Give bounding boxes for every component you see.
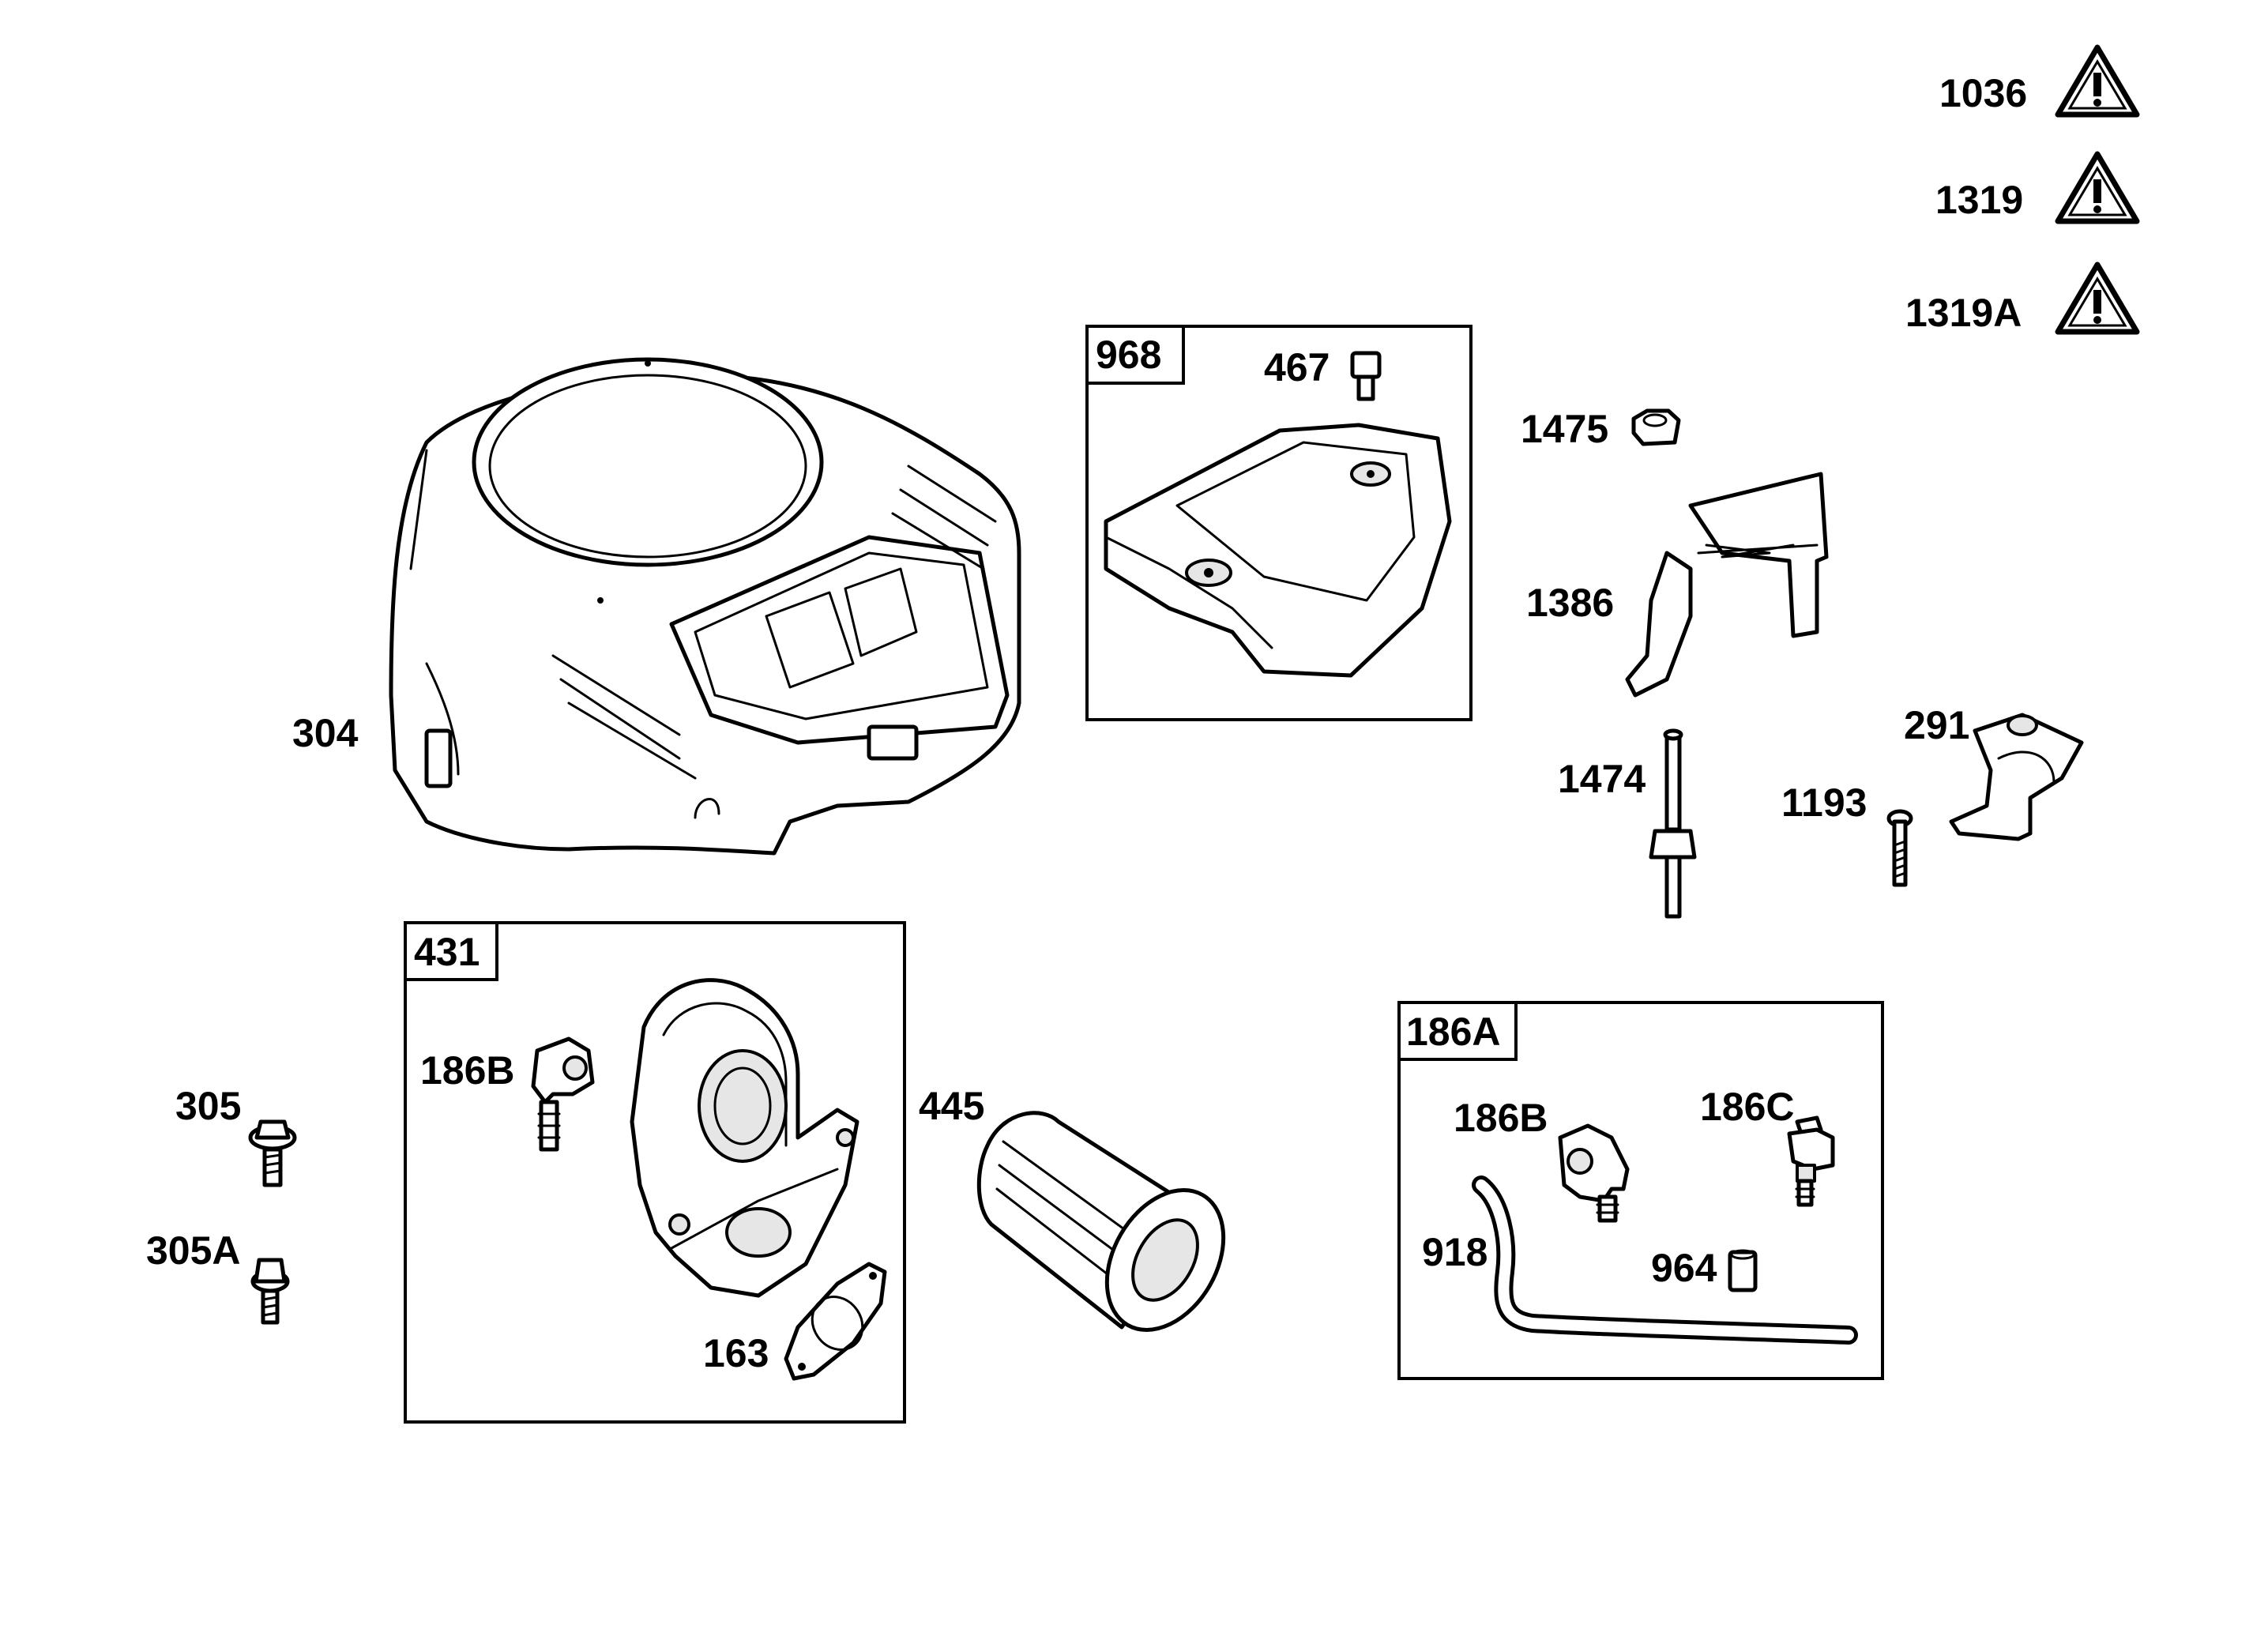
fitting-186B-illustration <box>1558 1123 1630 1223</box>
part-1386[interactable]: 1386 <box>1526 472 1829 698</box>
filter-445-illustration <box>976 1111 1226 1332</box>
part-186C-label: 186C <box>1700 1085 1795 1129</box>
part-1475-label: 1475 <box>1521 407 1608 451</box>
part-291-label: 291 <box>1904 703 1969 747</box>
warning-triangle-icon <box>2055 261 2140 335</box>
blower-housing-illustration <box>389 357 1021 856</box>
part-305-label: 305 <box>175 1084 241 1128</box>
part-186B-a[interactable]: 186B <box>420 1036 595 1152</box>
warning-1319A[interactable]: 1319A <box>1905 261 2140 335</box>
screw-467-illustration <box>1350 351 1382 401</box>
part-186B-b[interactable]: 186B <box>1454 1096 1630 1223</box>
nut-1475-illustration <box>1631 408 1681 446</box>
part-467-label: 467 <box>1264 345 1330 389</box>
lever-291-illustration <box>1949 713 2084 841</box>
part-305[interactable]: 305 <box>175 1084 297 1187</box>
part-1475[interactable]: 1475 <box>1521 407 1681 451</box>
fitting-186B-illustration <box>531 1036 595 1152</box>
group-186A-frame <box>1397 1001 1884 1380</box>
part-305A[interactable]: 305A <box>146 1228 290 1325</box>
gasket-163-illustration <box>784 1262 887 1381</box>
warning-1319-label: 1319 <box>1935 178 2023 222</box>
part-445[interactable]: 445 <box>919 1084 1247 1351</box>
warning-triangle-icon <box>2055 151 2140 224</box>
warning-1319A-label: 1319A <box>1905 291 2022 335</box>
part-1474[interactable]: 1474 <box>1558 728 1697 919</box>
part-304-label: 304 <box>292 711 359 755</box>
part-964[interactable]: 964 <box>1651 1246 1758 1292</box>
group-186A-label: 186A <box>1406 1010 1501 1054</box>
group-431-label: 431 <box>414 930 480 974</box>
warning-1036[interactable]: 1036 <box>1939 44 2140 118</box>
group-968-tag <box>1085 325 1185 385</box>
bracket-1386-illustration <box>1625 472 1829 698</box>
part-305A-label: 305A <box>146 1228 241 1273</box>
part-186B-b-label: 186B <box>1454 1096 1548 1140</box>
part-186C[interactable]: 186C <box>1700 1085 1835 1207</box>
warning-1319[interactable]: 1319 <box>1935 151 2140 224</box>
warning-1036-label: 1036 <box>1939 71 2027 115</box>
part-304[interactable]: 304 <box>292 357 1021 856</box>
part-1474-label: 1474 <box>1558 757 1646 801</box>
group-431-frame <box>404 921 906 1424</box>
part-918[interactable]: 918 <box>1422 1175 1858 1345</box>
part-445-label: 445 <box>919 1084 984 1128</box>
air-cleaner-cover-illustration <box>1104 423 1452 678</box>
group-968-frame <box>1085 325 1473 721</box>
part-163-label: 163 <box>703 1331 769 1375</box>
group-431[interactable]: 431 186B 163 <box>404 921 906 1424</box>
part-186B-a-label: 186B <box>420 1048 515 1093</box>
group-186A-tag <box>1397 1001 1518 1061</box>
part-163[interactable]: 163 <box>703 1262 887 1381</box>
air-cleaner-base-illustration <box>630 978 859 1298</box>
bolt-305A-illustration <box>250 1258 290 1325</box>
group-431-tag <box>404 921 498 981</box>
sleeve-964-illustration <box>1728 1249 1758 1292</box>
bolt-305-illustration <box>248 1119 297 1187</box>
warning-triangle-icon <box>2055 44 2140 118</box>
fitting-186C-illustration <box>1787 1115 1835 1207</box>
screw-1193-illustration <box>1886 809 1913 887</box>
group-968-label: 968 <box>1096 333 1161 377</box>
part-1193-label: 1193 <box>1781 781 1867 825</box>
part-964-label: 964 <box>1651 1246 1717 1290</box>
group-186A[interactable]: 186A 186B 186C 918 <box>1397 1001 1884 1380</box>
part-1386-label: 1386 <box>1526 581 1614 625</box>
part-1193[interactable]: 1193 <box>1781 781 1913 887</box>
part-291[interactable]: 291 <box>1904 703 2084 841</box>
hose-918-illustration <box>1472 1175 1858 1345</box>
group-968[interactable]: 968 467 <box>1085 325 1473 721</box>
part-918-label: 918 <box>1422 1230 1488 1274</box>
stud-1474-illustration <box>1649 728 1697 919</box>
part-467[interactable]: 467 <box>1264 345 1382 401</box>
